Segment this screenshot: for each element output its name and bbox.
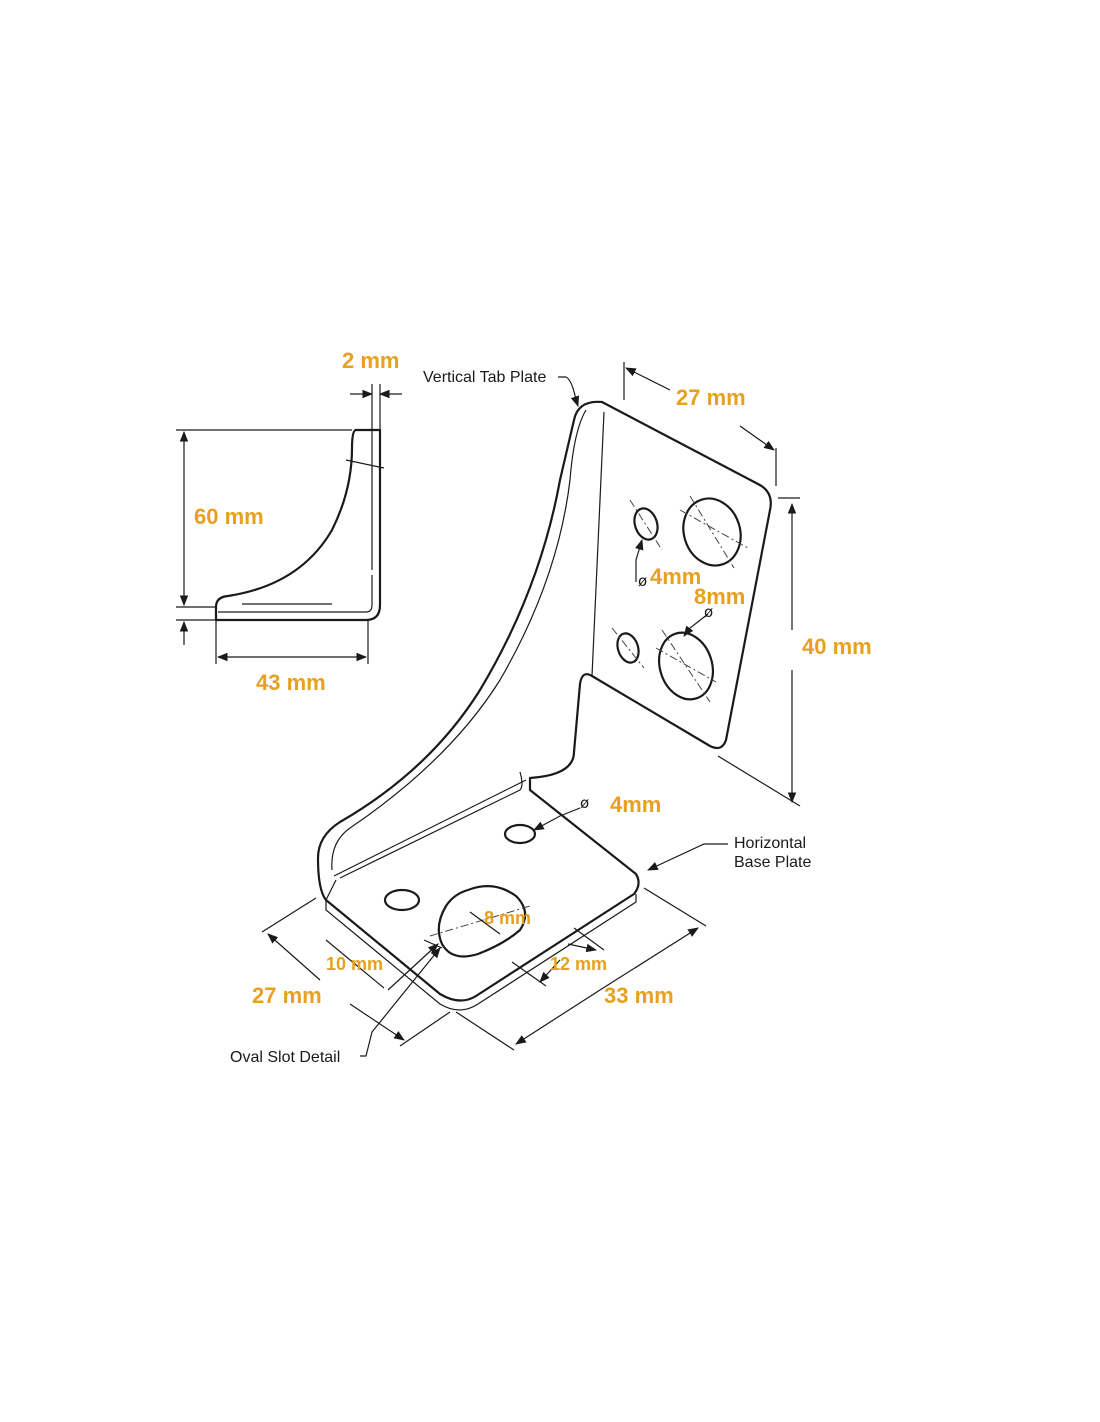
vertical-tab-callout: Vertical Tab Plate [423, 369, 546, 386]
tab-large-hole-upper [682, 497, 742, 567]
iso-base-thickness [325, 894, 637, 1011]
centerline [679, 509, 749, 549]
base-hole-label: 4mm [610, 792, 661, 817]
diameter-symbol: ø [638, 572, 647, 590]
centerline [629, 499, 663, 551]
diameter-symbol: ø [580, 794, 589, 812]
dim-arrow [739, 425, 775, 451]
dim-ext-line [399, 1011, 451, 1047]
dim-arrow [387, 943, 439, 991]
horizontal-base-leader [647, 843, 728, 871]
dim-line [325, 939, 385, 989]
dim-line [469, 911, 501, 935]
leader-line [635, 538, 644, 582]
dim-ext-line [573, 927, 605, 951]
tab-small-hole-upper [633, 507, 659, 541]
centerline [655, 647, 717, 683]
side-view-section-mark [345, 459, 385, 469]
vertical-tab-leader [558, 376, 580, 408]
dim-ext-line [261, 897, 317, 933]
tab-small-hole-lower [616, 632, 640, 664]
side-height-label: 60 mm [194, 504, 264, 529]
dim-arrow [515, 989, 601, 1045]
dim-arrow [625, 367, 671, 391]
dim-ext-line [423, 939, 443, 949]
side-view-profile [214, 428, 382, 622]
iso-base-edge [325, 879, 337, 901]
slot-centerline [429, 905, 531, 937]
side-length-label: 43 mm [256, 670, 326, 695]
centerline [689, 495, 735, 569]
tab-large-hole-lower [658, 631, 714, 701]
side-thickness-label: 2 mm [342, 348, 399, 373]
oval-slot-callout: Oval Slot Detail [230, 1049, 340, 1066]
horizontal-base-callout-line1: Horizontal [734, 835, 806, 852]
slot-length-label: 12 mm [550, 954, 607, 974]
dim-arrow [539, 959, 561, 983]
iso-base-fold-line [333, 771, 527, 879]
iso-view: 27 mm 40 mm ø 4mm ø 8mm ø 4mm 8 mm 10 mm… [230, 362, 872, 1066]
diameter-symbol: ø [704, 603, 713, 621]
base-hole-rear [503, 823, 537, 845]
base-hole-front [383, 888, 421, 912]
slot-offset-label: 10 mm [326, 954, 383, 974]
tab-large-hole-label: 8mm [694, 584, 745, 609]
dim-arrow [599, 927, 699, 991]
tab-small-hole-label: 4mm [650, 564, 701, 589]
iso-tab-inner-edge [591, 411, 605, 677]
leader-line [683, 613, 709, 637]
base-width-label: 27 mm [252, 983, 322, 1008]
leader-line [533, 807, 581, 831]
horizontal-base-callout-line2: Base Plate [734, 854, 811, 871]
dim-ext-line [511, 961, 547, 987]
tab-width-label: 27 mm [676, 385, 746, 410]
dim-arrow [349, 1003, 405, 1041]
tab-height-label: 40 mm [802, 634, 872, 659]
dim-arrow [267, 933, 321, 981]
iso-tab-fold-line [331, 409, 587, 871]
dim-arrow [567, 943, 598, 953]
slot-width-label: 8 mm [484, 908, 531, 928]
side-view-thickness-lines [218, 430, 373, 613]
oval-slot-leader [360, 947, 441, 1057]
iso-bracket-outline [316, 400, 772, 1002]
dim-ext-line [455, 1011, 515, 1051]
base-length-label: 33 mm [604, 983, 674, 1008]
dim-ext-line [643, 887, 707, 927]
side-view: 2 mm 60 mm 43 mm [176, 348, 402, 695]
centerline [661, 629, 711, 703]
dim-ext-line [717, 755, 801, 807]
base-oval-slot [437, 885, 527, 958]
